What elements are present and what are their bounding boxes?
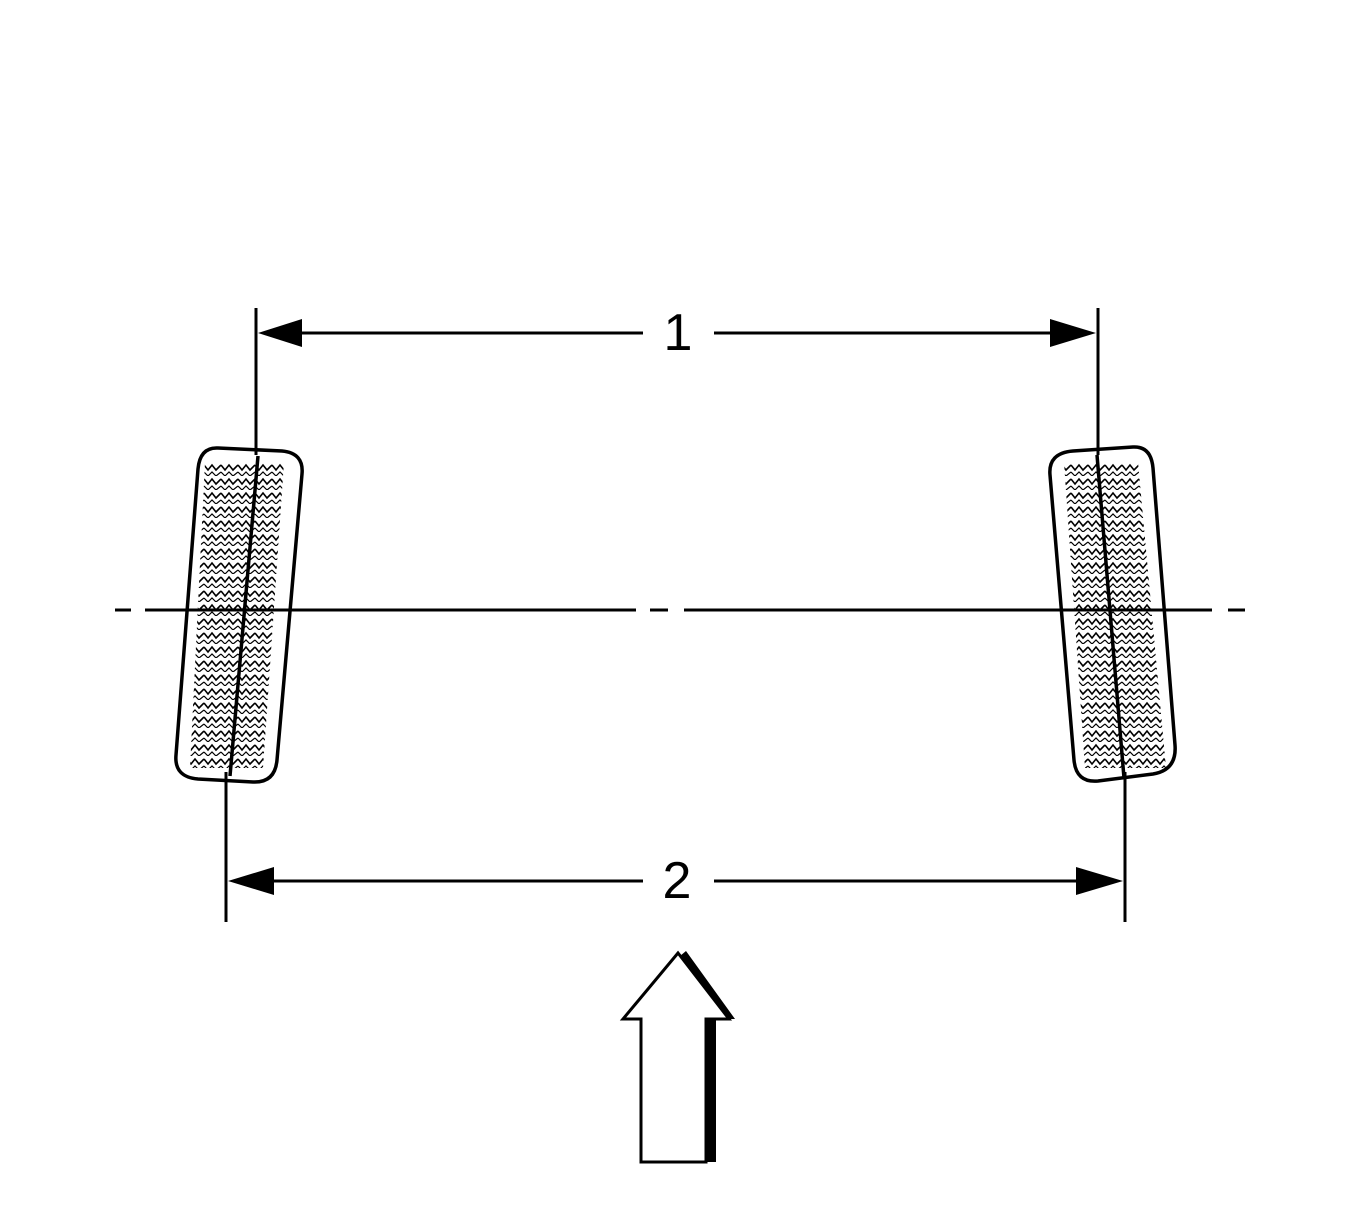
direction-arrow-body bbox=[619, 950, 733, 1164]
right-tire-icon bbox=[1048, 445, 1177, 783]
rear-dimension bbox=[224, 772, 1127, 922]
up-arrow-icon bbox=[619, 950, 735, 1164]
left-tire-groove bbox=[228, 455, 260, 777]
front-arrowhead-left bbox=[258, 319, 302, 347]
rear-arrowhead-right bbox=[1076, 867, 1123, 895]
right-tire-groove bbox=[1095, 454, 1126, 779]
callout-1: 1 bbox=[664, 304, 693, 362]
callout-2: 2 bbox=[663, 852, 692, 910]
rear-arrowhead-left bbox=[228, 867, 274, 895]
left-tire-icon bbox=[174, 446, 304, 784]
front-arrowhead-right bbox=[1050, 319, 1096, 347]
front-dimension bbox=[254, 308, 1100, 455]
